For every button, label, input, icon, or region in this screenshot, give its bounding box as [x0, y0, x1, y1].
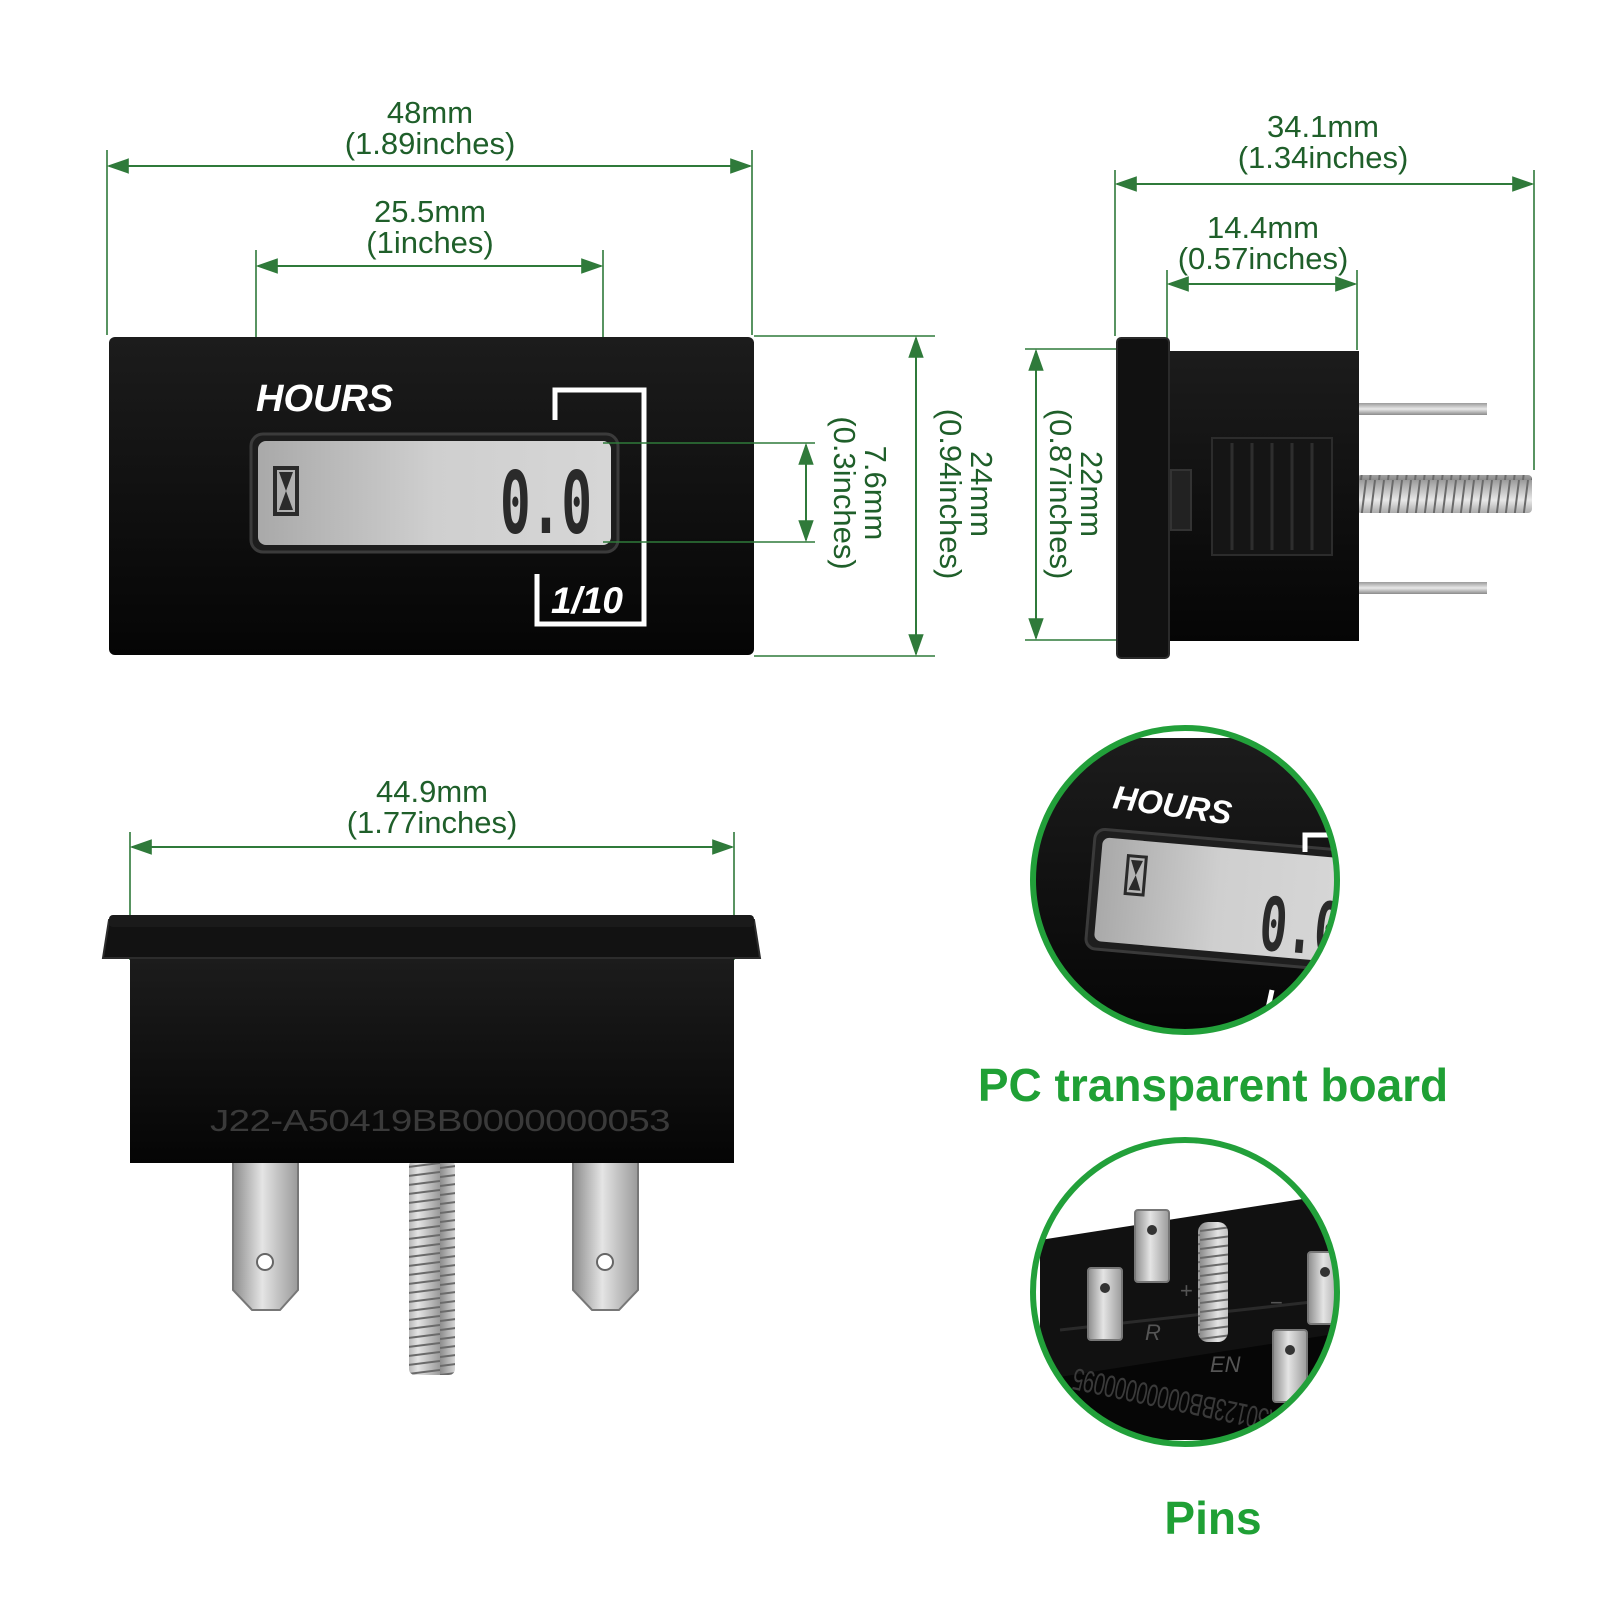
hours-label: HOURS	[256, 378, 393, 420]
hourglass-icon	[273, 466, 299, 516]
detail-pins: R EN + − J21-A50123BB00000000095 Pins	[1030, 1137, 1340, 1544]
pins-stud	[1198, 1222, 1228, 1342]
bottom-body	[130, 958, 734, 1163]
side-depth-mm: 34.1mm	[1267, 109, 1379, 144]
pc-caption: PC transparent board	[978, 1059, 1448, 1111]
side-ribs	[1230, 443, 1314, 550]
front-width-in: (1.89inches)	[345, 126, 516, 161]
side-latch	[1170, 469, 1192, 531]
pin-label-minus: −	[1270, 1290, 1283, 1315]
bottom-serial: J22-A50419BB0000000053	[210, 1103, 670, 1138]
pin-label-plus: +	[1180, 1278, 1193, 1303]
pin-label-en: EN	[1210, 1352, 1241, 1377]
resolution-bracket	[534, 387, 647, 627]
pins-caption: Pins	[1164, 1492, 1261, 1544]
pins-detail-circle	[1030, 1137, 1340, 1447]
side-body-depth-in: (0.57inches)	[1178, 241, 1349, 276]
bottom-width-in: (1.77inches)	[347, 805, 518, 840]
resolution-label: 1/10	[551, 580, 623, 621]
front-height-in: (0.94inches)	[933, 409, 968, 580]
bottom-terminal-right	[572, 1159, 639, 1311]
side-bezel	[1116, 337, 1170, 659]
side-height-in: (0.87inches)	[1043, 409, 1078, 580]
pins-terminal	[1134, 1209, 1170, 1283]
lcd-reading: 0.0	[500, 454, 592, 554]
pc-lcd-screen	[1094, 837, 1337, 962]
pins-terminal	[1087, 1267, 1123, 1341]
pc-resolution-label: 1/1	[1268, 1004, 1310, 1037]
lcd-height-mm: 7.6mm	[858, 446, 893, 541]
side-pin-top	[1357, 403, 1487, 415]
lcd-height-in: (0.3inches)	[827, 416, 862, 569]
side-stud	[1357, 475, 1532, 513]
front-height-mm: 24mm	[964, 451, 999, 537]
bottom-terminal-left	[232, 1159, 299, 1311]
side-pin-bottom	[1357, 582, 1487, 594]
front-view: 48mm (1.89inches) 25.5mm (1inches) HOURS…	[106, 95, 999, 657]
bottom-view: 44.9mm (1.77inches) J22-A50419BB00000000…	[101, 774, 762, 1375]
front-width-mm: 48mm	[387, 95, 473, 130]
pc-hourglass-icon	[1123, 853, 1148, 897]
window-width-in: (1inches)	[366, 225, 494, 260]
window-width-mm: 25.5mm	[374, 194, 486, 229]
side-depth-in: (1.34inches)	[1238, 140, 1409, 175]
pc-detail-circle	[1030, 725, 1340, 1035]
side-height-mm: 22mm	[1074, 451, 1109, 537]
bottom-bezel-top	[109, 915, 754, 927]
pc-bracket-top	[1302, 832, 1337, 852]
lcd-screen	[258, 441, 611, 545]
bottom-width-mm: 44.9mm	[376, 774, 488, 809]
pin-label-r: R	[1145, 1320, 1161, 1345]
side-view: 34.1mm (1.34inches) 14.4mm (0.57inches) …	[1025, 109, 1535, 659]
bottom-stud	[409, 1160, 455, 1375]
detail-pc-board: HOURS 0.0 1/1 PC transparent board	[978, 725, 1448, 1111]
side-body-depth-mm: 14.4mm	[1207, 210, 1319, 245]
